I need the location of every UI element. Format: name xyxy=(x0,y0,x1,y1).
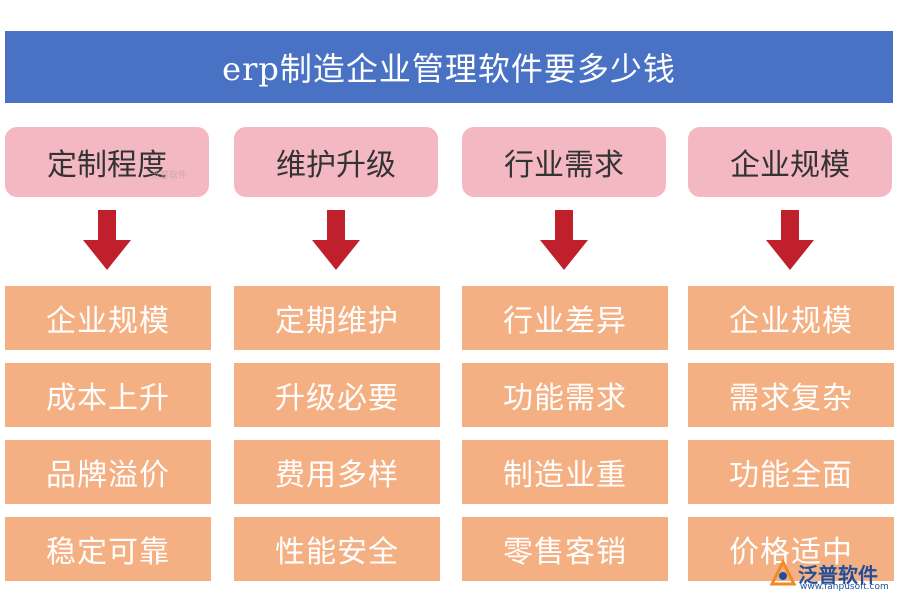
column-header: 行业需求 xyxy=(462,127,666,197)
column-2: 维护升级 定期维护 升级必要 费用多样 性能安全 xyxy=(234,0,440,600)
column-1: 定制程度 泛普软件 企业规模 成本上升 品牌溢价 稳定可靠 xyxy=(5,0,211,600)
list-item: 企业规模 xyxy=(5,286,211,350)
down-arrow-icon xyxy=(83,210,131,270)
list-item: 升级必要 xyxy=(234,363,440,427)
logo-name: 泛普软件 xyxy=(798,562,878,587)
column-3: 行业需求 行业差异 功能需求 制造业重 零售客销 xyxy=(462,0,668,600)
list-item: 费用多样 xyxy=(234,440,440,504)
list-item: 需求复杂 xyxy=(688,363,894,427)
watermark: 泛普软件 xyxy=(151,171,188,181)
logo-icon xyxy=(769,558,797,586)
list-item: 制造业重 xyxy=(462,440,668,504)
list-item: 定期维护 xyxy=(234,286,440,350)
column-header: 企业规模 xyxy=(688,127,892,197)
list-item: 性能安全 xyxy=(234,517,440,581)
list-item: 功能需求 xyxy=(462,363,668,427)
page-title: erp制造企业管理软件要多少钱 xyxy=(5,31,893,103)
column-4: 企业规模 企业规模 需求复杂 功能全面 价格适中 xyxy=(688,0,894,600)
list-item: 零售客销 xyxy=(462,517,668,581)
list-item: 价格适中 xyxy=(688,517,894,581)
down-arrow-icon xyxy=(312,210,360,270)
list-item: 品牌溢价 xyxy=(5,440,211,504)
list-item: 行业差异 xyxy=(462,286,668,350)
list-item: 稳定可靠 xyxy=(5,517,211,581)
list-item: 成本上升 xyxy=(5,363,211,427)
down-arrow-icon xyxy=(540,210,588,270)
brand-logo: 泛普软件 xyxy=(768,552,896,594)
list-item: 功能全面 xyxy=(688,440,894,504)
column-header: 定制程度 xyxy=(5,127,209,197)
down-arrow-icon xyxy=(766,210,814,270)
list-item: 企业规模 xyxy=(688,286,894,350)
column-header: 维护升级 xyxy=(234,127,438,197)
logo-url: www.fanpusoft.com xyxy=(800,582,889,592)
